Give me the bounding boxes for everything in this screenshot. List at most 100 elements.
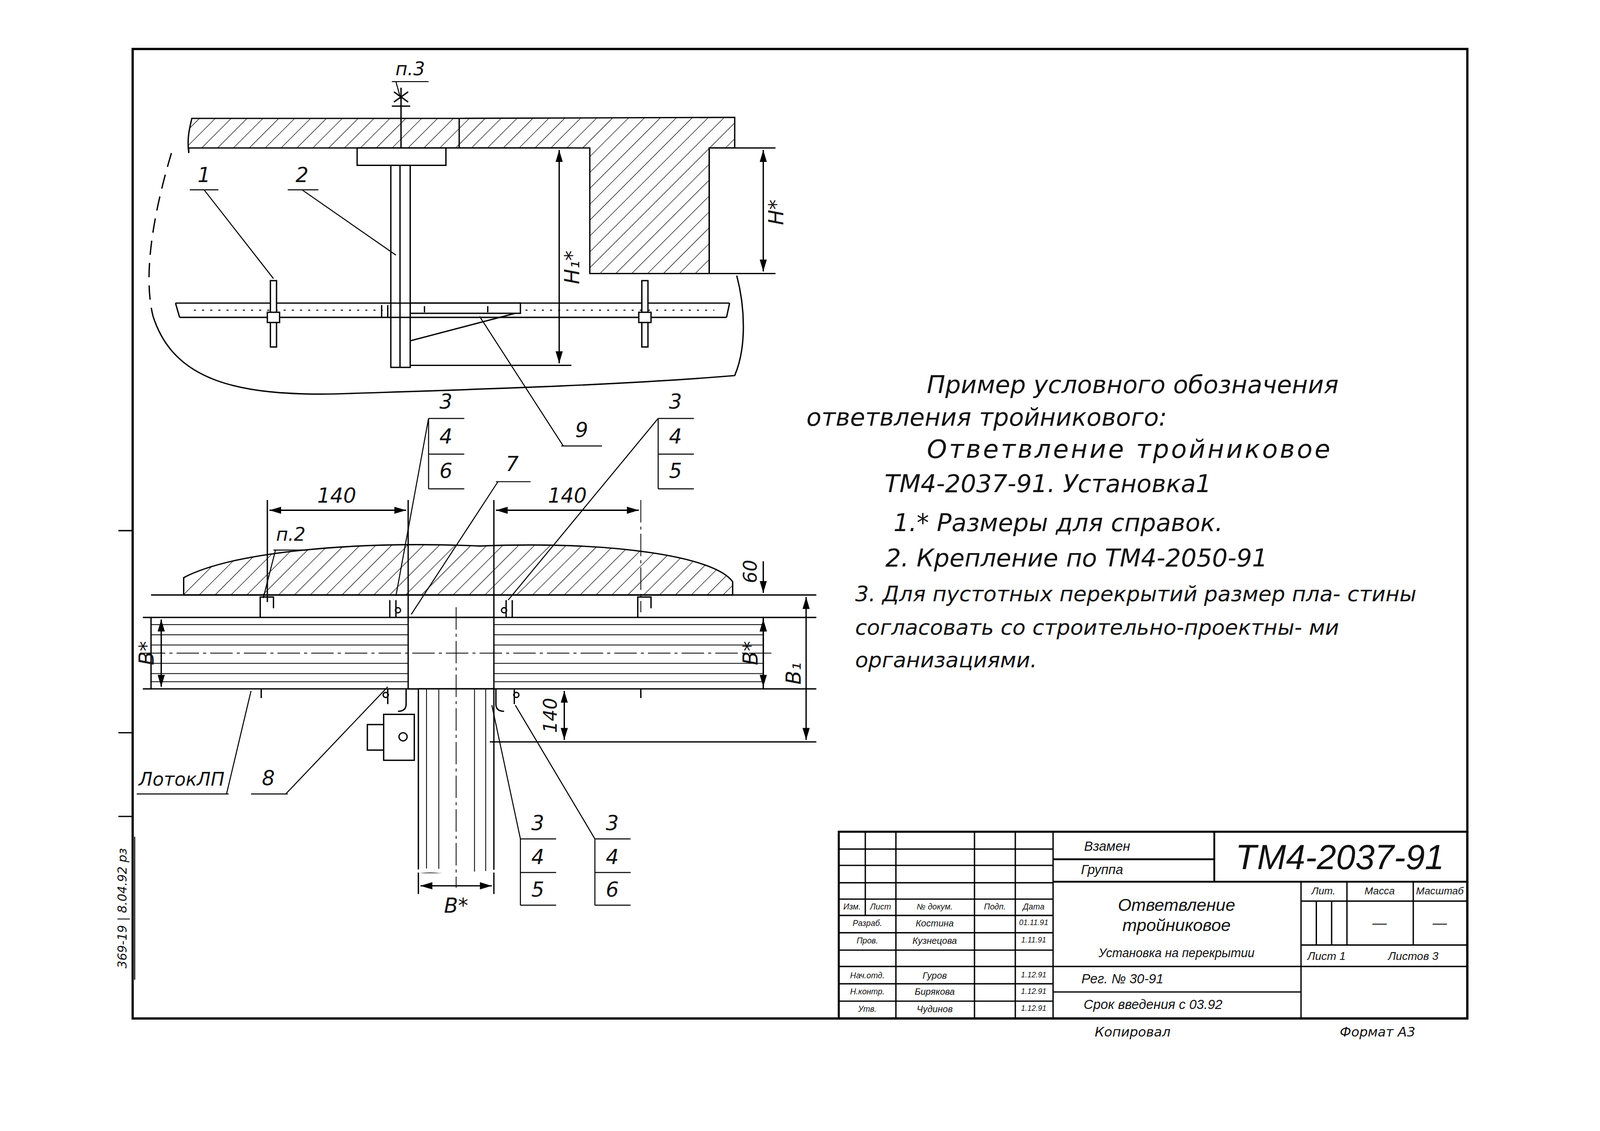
callout-number: 3 (439, 390, 453, 414)
title-block-cell: Гуров (922, 970, 947, 981)
title-block-cell: Листов 3 (1388, 949, 1439, 963)
title-block-cell: Утв. (858, 1004, 877, 1014)
slab-section (188, 117, 735, 274)
plate (357, 148, 447, 166)
leader-line (395, 418, 465, 596)
dimension-line (410, 148, 776, 366)
callout-number: 4 (531, 845, 544, 870)
sheet-frame (132, 49, 1468, 1019)
callout-number: 4 (605, 845, 619, 870)
leader-line (479, 316, 603, 447)
note-text: 2. Крепление по ТМ4-2050-91 (885, 545, 1268, 574)
callout-number: 2 (295, 163, 309, 188)
dimension-line (418, 872, 494, 894)
dimension-line (495, 509, 639, 511)
dimension-line (762, 619, 765, 687)
clip (261, 688, 642, 704)
callout-number: 5 (669, 459, 682, 483)
title-block-cell: Н.контр. (850, 987, 885, 997)
title-block-cell: Установка на перекрытии (1098, 946, 1255, 962)
bracket (410, 313, 516, 341)
title-block-cell: Группа (1080, 862, 1124, 878)
dimension-label: В* (739, 641, 763, 666)
dimension-line (563, 690, 565, 740)
clip (383, 692, 389, 698)
tray-plan (413, 870, 500, 874)
clip (501, 607, 507, 613)
title-block-cell: 1.11.91 (1021, 936, 1047, 946)
callout-number: 6 (605, 878, 619, 902)
clip (260, 597, 651, 712)
sheet-frame (118, 530, 133, 817)
bracket (381, 303, 521, 341)
title-block (865, 831, 1053, 1019)
title-block (838, 848, 1053, 1002)
post (390, 165, 410, 368)
leader-line (263, 549, 309, 598)
note-text: Ответвление тройниковое (926, 435, 1333, 465)
title-block-cell: 1.12.91 (1020, 987, 1047, 997)
document-code: ТМ4-2037-91 (1235, 837, 1445, 878)
title-block-cell: 1.12.91 (1020, 1004, 1047, 1014)
leader-line (136, 81, 694, 906)
dimension-line (143, 499, 817, 894)
title-block-cell: Масштаб (1416, 885, 1464, 897)
view-boundary (149, 153, 744, 394)
part-name: ЛотокЛП (138, 769, 225, 791)
title-block-cell: Нач.отд. (850, 970, 885, 980)
title-block-cell: Лист 1 (1307, 949, 1346, 963)
callout-number: п.3 (395, 58, 425, 80)
title-block-cell: Дата (1023, 902, 1045, 912)
dimension-label: Н* (764, 199, 789, 226)
dimension-label: В* (443, 894, 469, 918)
title-block-cell: — (1432, 914, 1447, 931)
format-note: Формат А3 (1339, 1024, 1416, 1041)
hanger (267, 312, 280, 323)
note-text: 3. Для пустотных перекрытий размер пла- … (855, 577, 1478, 677)
title-block-cell: 01.11.91 (1018, 919, 1049, 928)
callout-number: п.2 (276, 524, 306, 546)
connector (367, 714, 415, 761)
callout-number: 3 (605, 811, 619, 836)
callout-number: 7 (505, 452, 519, 477)
title-block-cell: 1.12.91 (1020, 971, 1047, 980)
connector (383, 714, 415, 761)
slab-section (708, 148, 710, 274)
callout-number: 4 (439, 425, 453, 449)
title-block-cell: Подп. (984, 902, 1006, 912)
sheet-frame (118, 49, 1468, 1019)
dimension-label: 140 (317, 484, 357, 508)
view-boundary (153, 275, 744, 394)
leader-line (250, 686, 388, 795)
leader-line (411, 481, 531, 615)
note-text: 1.* Размеры для справок. (893, 509, 1224, 538)
dimension-line (763, 617, 817, 689)
stud (391, 87, 410, 148)
leader-line (189, 189, 274, 279)
dimension-line (762, 149, 765, 272)
dimension-label: 140 (548, 484, 587, 508)
title-block-cell: — (1372, 914, 1387, 931)
stamp-line (134, 836, 136, 980)
note-text: ТМ4-2037-91. Установка1 (884, 470, 1212, 499)
dimension-line (805, 597, 807, 741)
title-block-cell: Лит. (1311, 885, 1336, 897)
title-block-cell: Чудинов (916, 1003, 953, 1015)
clip (395, 607, 401, 613)
leader-line (515, 705, 631, 906)
clip (398, 688, 504, 712)
callout-number: 1 (197, 163, 211, 188)
note-text: ответвления тройникового: (806, 404, 1168, 433)
dimension-line (762, 561, 765, 593)
title-block (1052, 831, 1468, 882)
callout-number: 8 (261, 766, 275, 791)
callout-number: 9 (575, 418, 588, 443)
copy-note: Копировал (1094, 1024, 1171, 1041)
dimension-label: В* (135, 641, 159, 666)
clip (260, 597, 651, 618)
bracket (381, 304, 488, 318)
leader-line (492, 705, 557, 906)
dimension-label: 60 (740, 559, 762, 584)
stamp-line (134, 836, 136, 980)
